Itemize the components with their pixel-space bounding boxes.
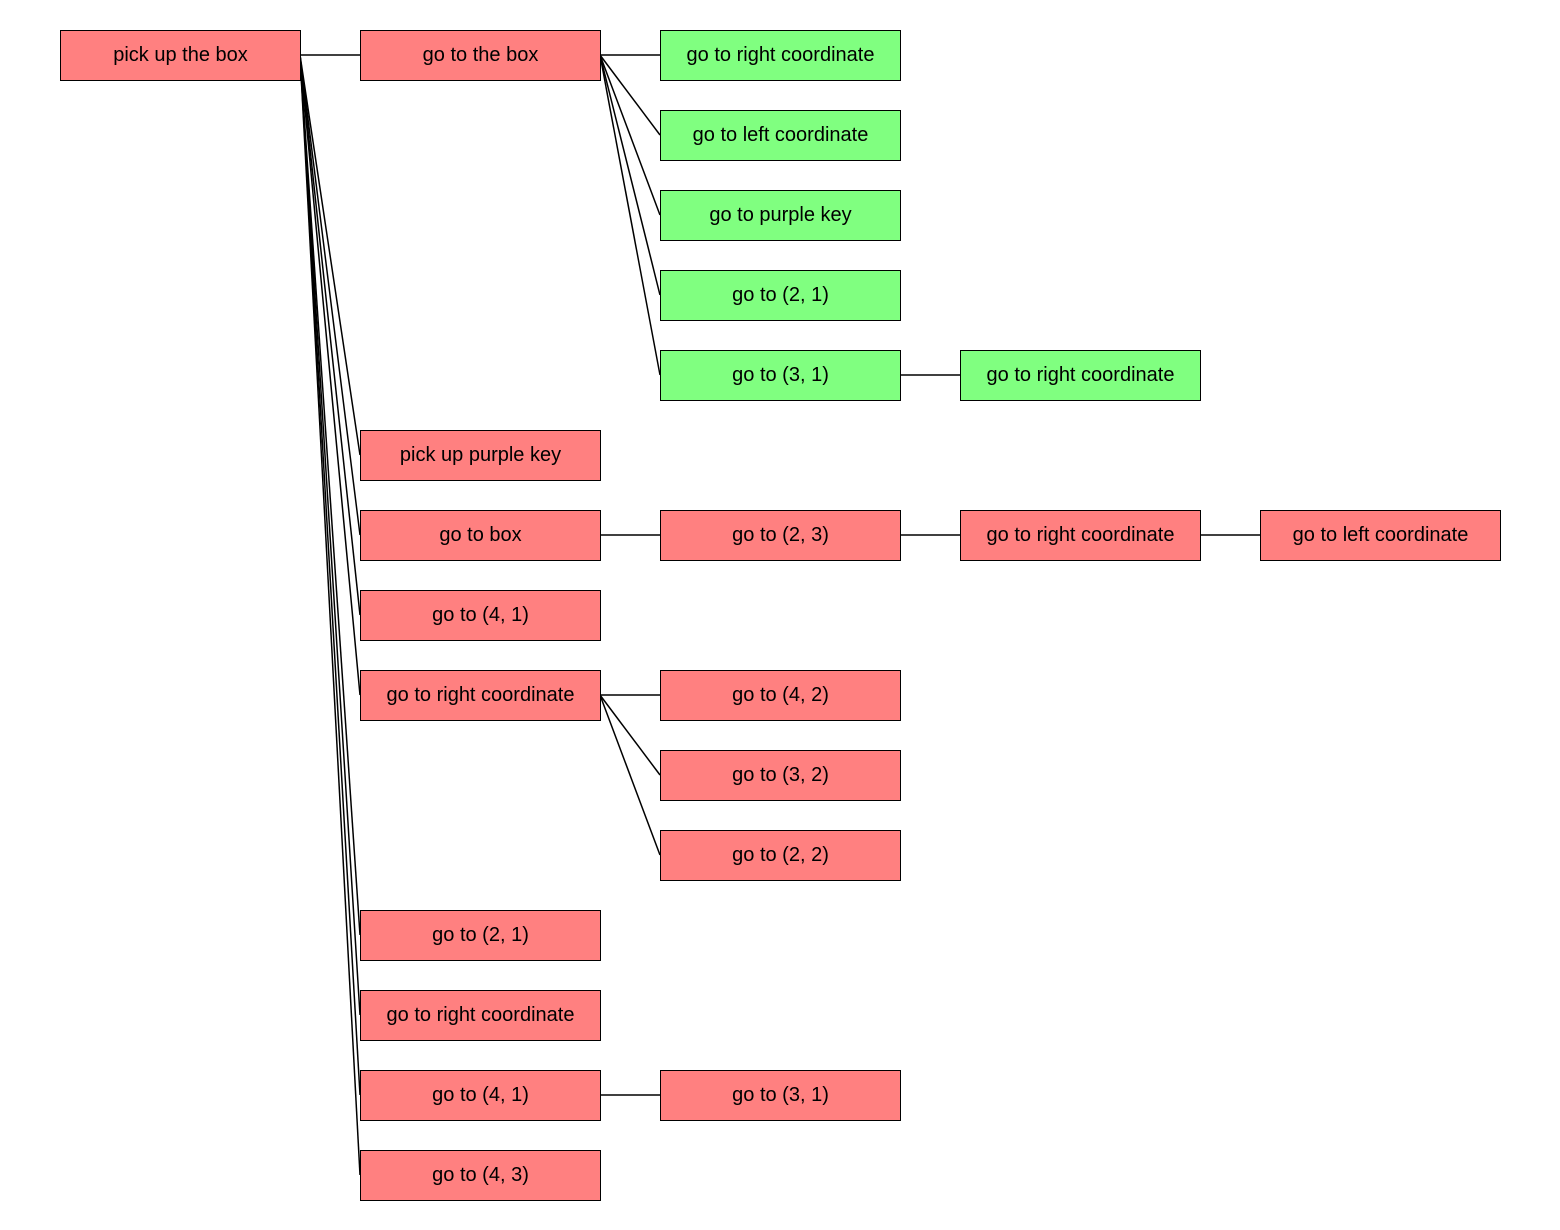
tree-node-3: go to box [360, 510, 601, 561]
tree-node-1-5-1: go to right coordinate [960, 350, 1201, 401]
tree-node-8: go to (4, 1) [360, 1070, 601, 1121]
tree-edge-4 [599, 54, 661, 296]
tree-node-2: pick up purple key [360, 430, 601, 481]
tree-node-8-1: go to (3, 1) [660, 1070, 901, 1121]
tree-edge-8 [299, 54, 361, 536]
tree-node-9: go to (4, 3) [360, 1150, 601, 1201]
tree-node-5: go to right coordinate [360, 670, 601, 721]
tree-node-5-2: go to (3, 2) [660, 750, 901, 801]
tree-edge-7 [299, 54, 361, 456]
tree-edge-15 [599, 694, 661, 776]
tree-edge-18 [299, 54, 361, 1016]
tree-node-1-1: go to right coordinate [660, 30, 901, 81]
tree-node-4: go to (4, 1) [360, 590, 601, 641]
tree-node-1-2: go to left coordinate [660, 110, 901, 161]
tree-node-3-1-1: go to right coordinate [960, 510, 1201, 561]
tree-edge-17 [299, 54, 361, 936]
tree-node-3-1-1-1: go to left coordinate [1260, 510, 1501, 561]
tree-edge-21 [299, 54, 361, 1176]
tree-edge-12 [299, 54, 361, 616]
tree-edge-2 [599, 54, 661, 136]
tree-node-5-3: go to (2, 2) [660, 830, 901, 881]
tree-node-1-5: go to (3, 1) [660, 350, 901, 401]
tree-edge-3 [599, 54, 661, 216]
tree-edge-5 [599, 54, 661, 376]
tree-node-5-1: go to (4, 2) [660, 670, 901, 721]
tree-node-1-4: go to (2, 1) [660, 270, 901, 321]
tree-edge-16 [599, 694, 661, 856]
tree-node-1-3: go to purple key [660, 190, 901, 241]
tree-edge-13 [299, 54, 361, 696]
tree-node-root: pick up the box [60, 30, 301, 81]
tree-node-7: go to right coordinate [360, 990, 601, 1041]
tree-node-3-1: go to (2, 3) [660, 510, 901, 561]
tree-node-6: go to (2, 1) [360, 910, 601, 961]
tree-node-1: go to the box [360, 30, 601, 81]
